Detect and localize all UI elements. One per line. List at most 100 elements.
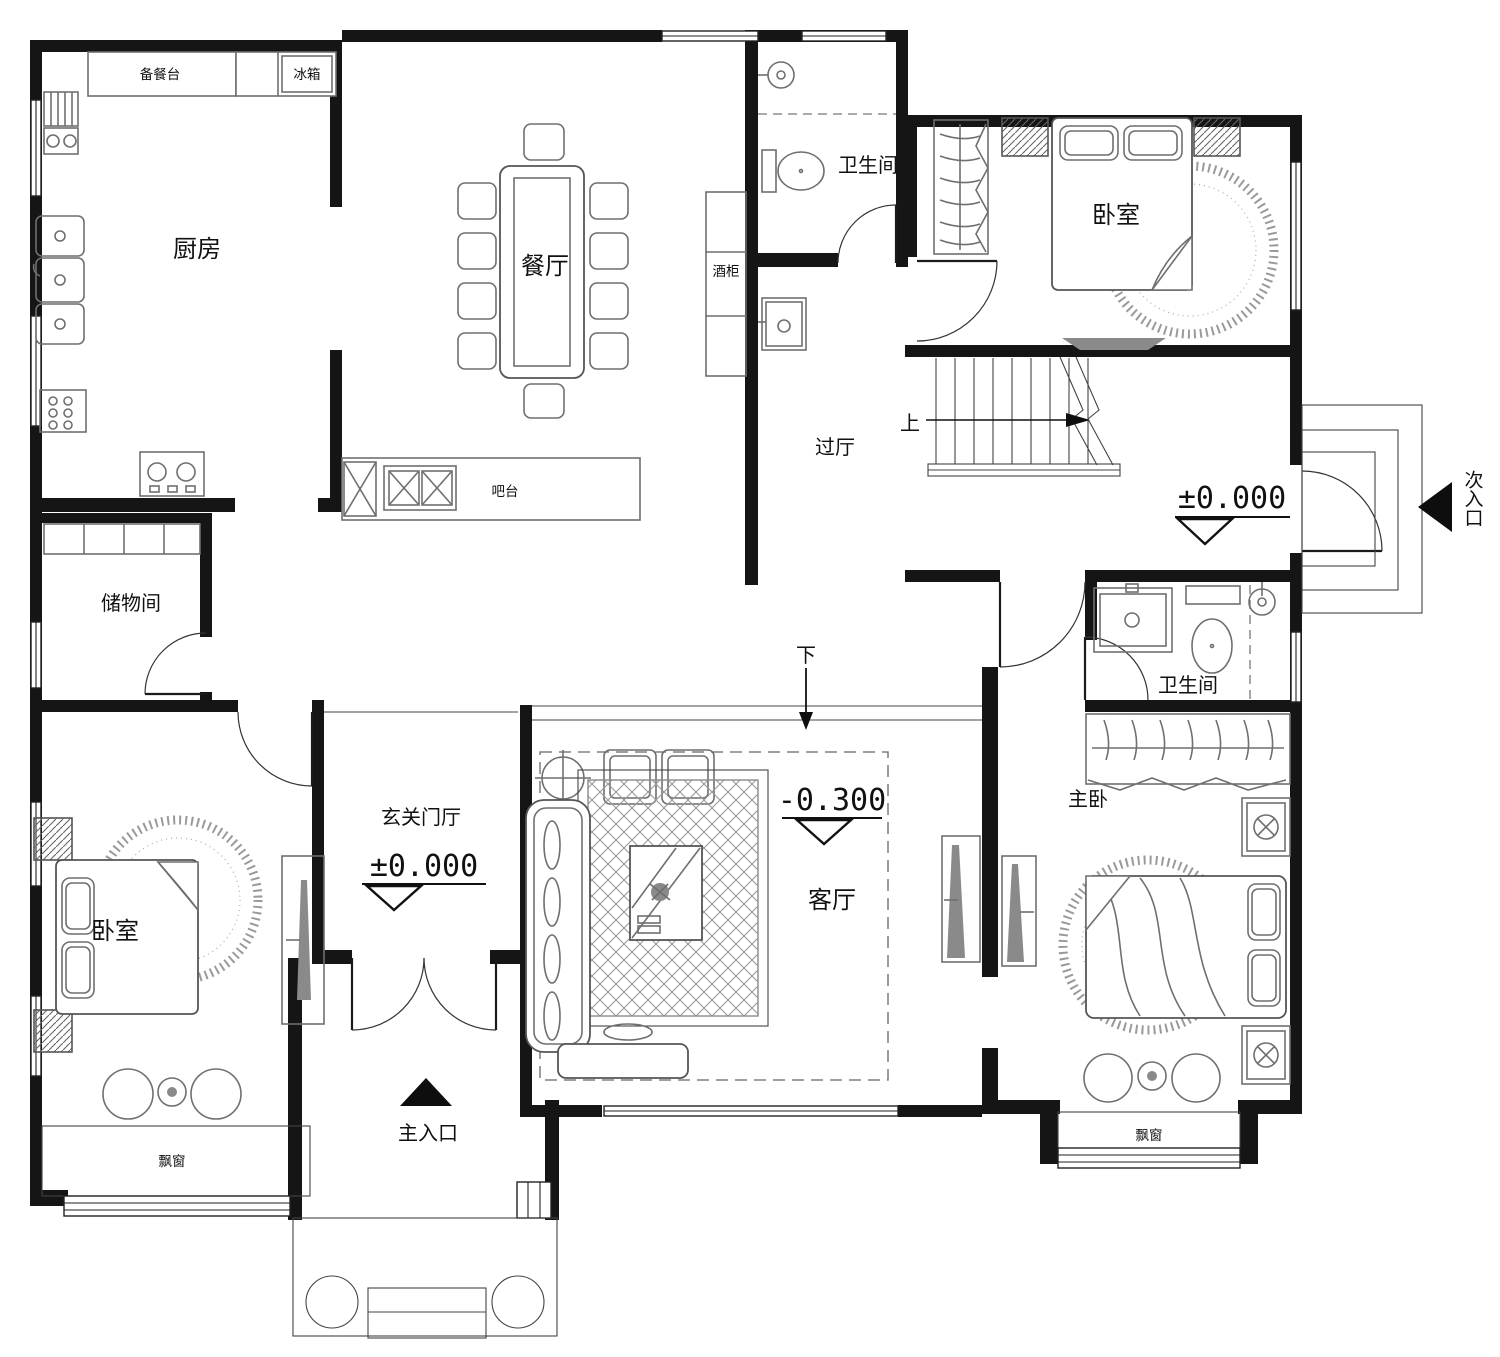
hallway-label: 过厅 — [815, 436, 855, 459]
round-rug — [1101, 161, 1279, 339]
bay-window-left-label: 飘窗 — [159, 1153, 186, 1169]
bathroom-top-label: 卫生间 — [838, 154, 898, 177]
bathroom-right-label: 卫生间 — [1158, 674, 1218, 697]
wardrobe — [1085, 713, 1291, 791]
dining-chair — [457, 182, 497, 220]
down-arrow — [799, 668, 813, 730]
porch — [292, 1217, 558, 1339]
dining-chair — [523, 123, 565, 161]
nightstand — [33, 1009, 73, 1053]
dining-chair — [457, 332, 497, 370]
dining-chair — [589, 232, 629, 270]
nightstand — [1001, 117, 1049, 157]
level-marker-side: ±0.000 — [1174, 481, 1290, 546]
living-room-furniture — [525, 749, 1037, 1079]
door-bedroom-top-right — [916, 259, 998, 342]
tv-shelf — [1062, 338, 1166, 350]
coffee-table — [629, 845, 703, 941]
porch-steps — [367, 1287, 487, 1339]
upper-cabinet — [235, 51, 337, 97]
door-master-bedroom — [998, 581, 1086, 668]
dining-chair — [589, 332, 629, 370]
bedroom-left-label: 卧室 — [91, 918, 139, 945]
fridge — [281, 55, 333, 93]
storage-shelf — [43, 523, 201, 555]
wine-cabinet — [705, 191, 747, 377]
level-marker-foyer: ±0.000 — [362, 849, 486, 912]
side-entrance-label: 次入口 — [1462, 470, 1484, 527]
wash-basin — [1093, 583, 1173, 653]
fridge-label: 冰箱 — [294, 67, 321, 82]
stair-direction-arrow — [926, 413, 1090, 427]
door-bedroom-left — [237, 711, 314, 787]
door-foyer-double — [350, 957, 498, 1031]
window-vestibule-east — [516, 1181, 552, 1219]
bathroom-right-fixtures — [1093, 582, 1276, 674]
down-label: 下 — [796, 645, 816, 667]
sofa — [525, 799, 689, 1079]
bathroom-top-fixtures — [758, 61, 825, 351]
window-bathroom-north — [801, 30, 887, 42]
level-zero-side-label: ±0.000 — [1178, 481, 1286, 516]
nightstand-fan — [1241, 797, 1291, 857]
bedroom-left-furniture — [33, 815, 325, 1217]
door-storage — [144, 632, 207, 696]
kitchen-label: 厨房 — [173, 236, 221, 263]
wash-basin-niche — [758, 297, 807, 351]
sink-bowl-3 — [35, 303, 85, 345]
window-dining-north — [661, 30, 759, 42]
round-rug — [93, 815, 263, 985]
bar-counter — [341, 457, 641, 521]
tv-cabinet-master — [1001, 855, 1037, 967]
prep-counter-label: 备餐台 — [140, 66, 181, 82]
toilet — [1185, 585, 1241, 674]
level-living-label: -0.300 — [778, 783, 886, 818]
main-entrance-arrow — [400, 1078, 452, 1106]
wine-cabinet-label: 酒柜 — [713, 264, 740, 279]
sink-bowl-1 — [35, 215, 85, 257]
dining-label: 餐厅 — [521, 253, 569, 280]
main-entrance-label: 主入口 — [398, 1122, 458, 1145]
bed — [55, 859, 199, 1015]
dining-chair — [457, 232, 497, 270]
door-bathroom-right — [1083, 636, 1149, 701]
sofa-bench — [557, 1043, 689, 1079]
stair-break-line-2 — [1075, 356, 1114, 466]
bay-seating — [102, 1068, 242, 1120]
foyer-label: 玄关门厅 — [381, 806, 461, 829]
kitchen-furniture — [32, 51, 337, 497]
porch-column — [305, 1275, 359, 1329]
bed — [1051, 117, 1193, 291]
dining-chair — [589, 182, 629, 220]
dining-chair — [457, 282, 497, 320]
dining-table — [499, 165, 585, 379]
window-kitchen-west-1 — [30, 99, 42, 197]
nightstand — [33, 817, 73, 861]
dining-chair — [589, 282, 629, 320]
side-entrance-steps — [1301, 404, 1423, 614]
tv-cabinet-living — [941, 835, 981, 963]
stairs — [926, 356, 1121, 477]
nightstand — [1193, 117, 1241, 157]
prep-counter — [87, 51, 237, 97]
cooktop — [139, 451, 205, 497]
porch-column — [491, 1275, 545, 1329]
toilet — [761, 149, 825, 193]
window-bedroom-tr-east — [1290, 161, 1302, 311]
storage-furniture — [43, 523, 201, 555]
wardrobe — [933, 119, 989, 255]
level-marker-living: -0.300 — [778, 783, 886, 846]
nightstand-fan — [1241, 1025, 1291, 1085]
door-side-entrance — [1301, 470, 1383, 553]
bar-sink — [383, 465, 457, 511]
shower-head — [1248, 582, 1276, 616]
bedroom-top-right-furniture — [933, 117, 1279, 350]
tv-cabinet — [281, 855, 325, 1025]
level-zero-foyer-label: ±0.000 — [370, 849, 478, 884]
up-label: 上 — [900, 412, 920, 435]
window-living-south — [603, 1105, 899, 1117]
master-bedroom-furniture — [1057, 713, 1291, 1169]
side-entrance-arrow — [1418, 482, 1452, 532]
bay-window-right-label: 飘窗 — [1136, 1127, 1163, 1143]
door-bathroom-top — [837, 204, 898, 264]
